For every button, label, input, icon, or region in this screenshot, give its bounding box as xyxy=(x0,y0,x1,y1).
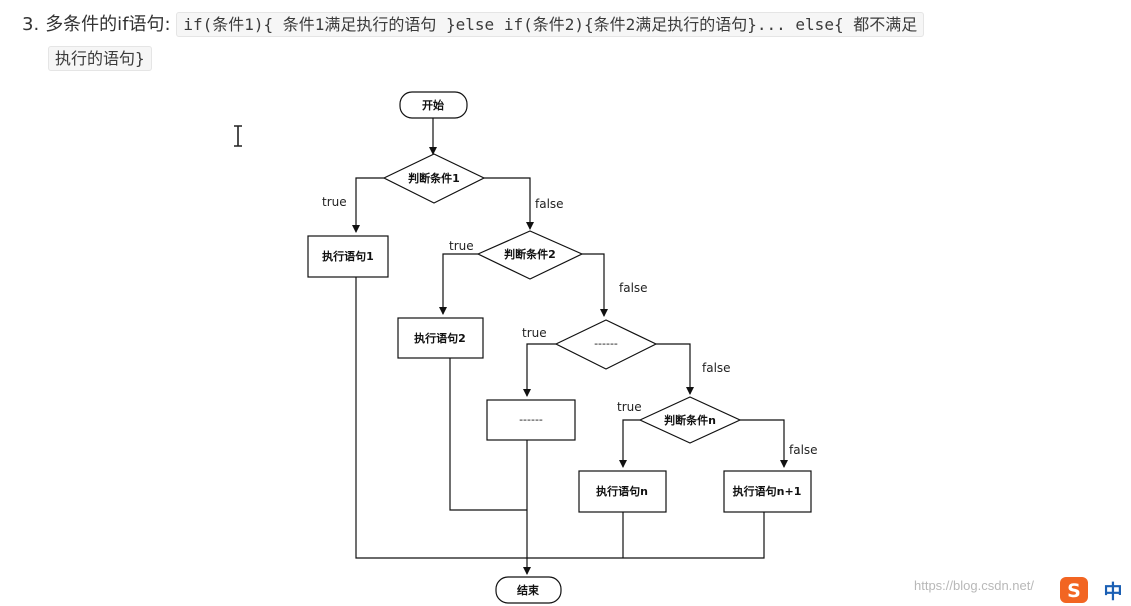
action1-label: 执行语句1 xyxy=(322,249,374,263)
condn-label: 判断条件n xyxy=(664,413,716,427)
edge-label-true-1: true xyxy=(322,195,347,209)
edge-label-true-n: true xyxy=(617,400,642,414)
heading-title: 多条件的if语句: xyxy=(45,14,171,35)
section-heading: 3.多条件的if语句: if(条件1){ 条件1满足执行的语句 }else if… xyxy=(22,8,1127,76)
cond1-label: 判断条件1 xyxy=(408,171,460,185)
end-label: 结束 xyxy=(516,583,540,597)
edge-label-false-3: false xyxy=(702,361,731,375)
actionn-label: 执行语句n xyxy=(596,484,648,498)
sogou-icon xyxy=(1060,577,1088,603)
action-1-box xyxy=(307,235,389,278)
list-number: 3. xyxy=(22,14,40,35)
source-watermark: https://blog.csdn.net/ xyxy=(914,578,1034,593)
edge-label-false-1: false xyxy=(535,197,564,211)
cond3-label: ------ xyxy=(594,337,618,350)
code-snippet-line2: 执行的语句} xyxy=(48,46,152,71)
action2-label: 执行语句2 xyxy=(414,331,466,345)
decision-2 xyxy=(476,230,584,280)
start-node xyxy=(399,91,468,119)
action-2-box xyxy=(397,317,484,359)
cond2-label: 判断条件2 xyxy=(504,247,556,261)
ime-logo-letter: S xyxy=(1067,580,1081,602)
ime-mode-indicator[interactable]: 中 xyxy=(1103,580,1122,603)
end-node xyxy=(495,576,562,604)
action-n-box xyxy=(578,470,667,513)
decision-1 xyxy=(382,153,486,204)
code-snippet-line1: if(条件1){ 条件1满足执行的语句 }else if(条件2){条件2满足执… xyxy=(176,12,925,37)
input-method-logo[interactable]: S 中 xyxy=(1057,574,1131,606)
actionn1-label: 执行语句n+1 xyxy=(733,484,802,498)
decision-n xyxy=(638,396,742,444)
edge-label-true-2: true xyxy=(449,239,474,253)
action3-label: ------ xyxy=(519,413,543,426)
start-label: 开始 xyxy=(422,98,444,112)
edge-label-false-n: false xyxy=(789,443,818,457)
text-cursor-icon xyxy=(234,125,242,147)
edge-label-true-3: true xyxy=(522,326,547,340)
decision-3 xyxy=(554,319,658,370)
action-n1-box xyxy=(723,470,812,513)
action-3-box xyxy=(486,399,576,441)
edge-label-false-2: false xyxy=(619,281,648,295)
